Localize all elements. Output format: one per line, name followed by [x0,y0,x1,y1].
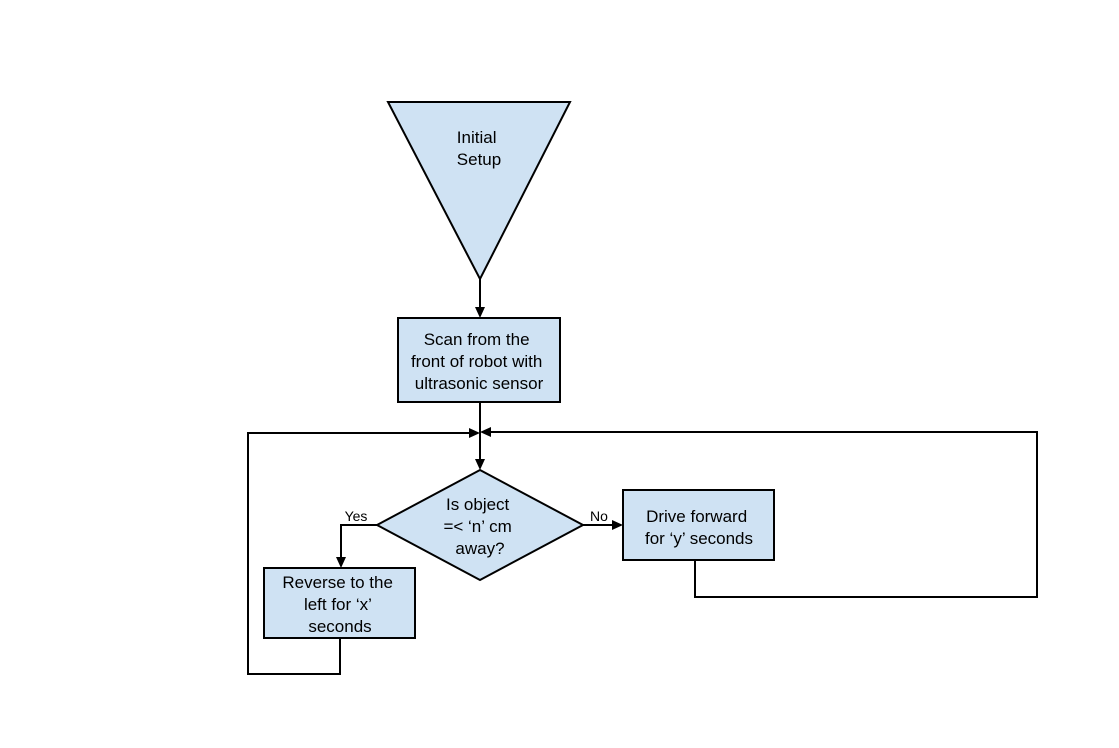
arrowhead-down [475,459,485,470]
drive-label: Drive forward for ‘y’ seconds [645,507,753,548]
reverse-label: Reverse to the left for ‘x’ seconds [282,573,397,636]
arrowhead-right [469,428,480,438]
edge-yes-to-reverse: Yes [336,508,377,568]
reverse-line-1: Reverse to the [282,573,393,592]
decision-line-2: =< ‘n’ cm [443,517,511,536]
initial-setup-line-1: Initial [457,128,497,147]
reverse-line-3: seconds [308,617,371,636]
arrowhead-down [475,307,485,318]
initial-setup-shape [386,101,572,282]
yes-label: Yes [345,508,368,524]
edge-no-to-drive: No [583,508,623,530]
edge-drive-loop-back [480,427,1038,598]
node-decision: Is object =< ‘n’ cm away? [374,468,586,582]
arrowhead-right [612,520,623,530]
drive-shape [622,489,775,561]
reverse-line-2: left for ‘x’ [304,595,371,614]
no-label: No [590,508,608,524]
edge-reverse-loop-back [247,428,480,675]
decision-label: Is object =< ‘n’ cm away? [443,495,516,558]
node-reverse: Reverse to the left for ‘x’ seconds [263,567,416,639]
node-scan: Scan from the front of robot with ultras… [397,317,561,403]
drive-line-2: for ‘y’ seconds [645,529,753,548]
initial-setup-label: Initial Setup [457,128,501,169]
node-initial-setup: Initial Setup [386,101,572,282]
edge-scan-to-decision [475,402,485,470]
scan-line-1: Scan from the [424,330,530,349]
decision-shape [374,468,586,582]
arrowhead-left [480,427,491,437]
scan-line-2: front of robot with [411,352,542,371]
scan-label: Scan from the front of robot with ultras… [411,330,547,393]
scan-shape [397,317,561,403]
edge-setup-to-scan [475,279,485,318]
node-drive: Drive forward for ‘y’ seconds [622,489,775,561]
initial-setup-line-2: Setup [457,150,501,169]
arrowhead-down [336,557,346,568]
decision-line-3: away? [455,539,504,558]
decision-line-1: Is object [446,495,510,514]
drive-line-1: Drive forward [646,507,747,526]
scan-line-3: ultrasonic sensor [415,374,544,393]
